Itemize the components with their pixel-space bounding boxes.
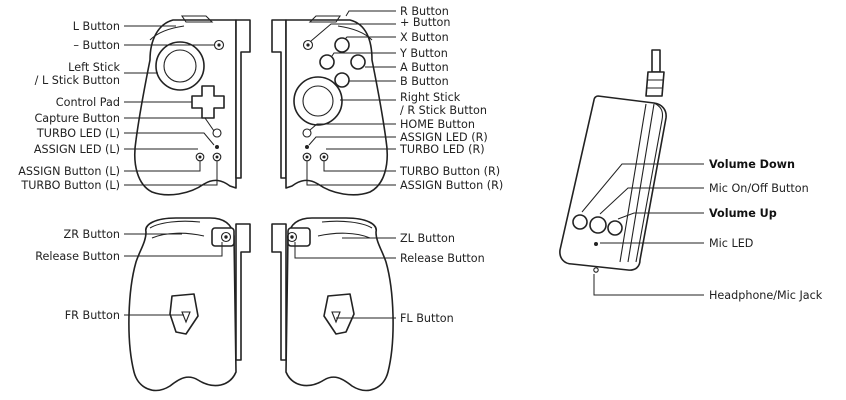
label-assign-button-l: ASSIGN Button (L) [18,165,120,178]
mic-toggle-button [589,216,607,234]
label-release-button-left: Release Button [35,250,120,263]
label-x-button: X Button [400,31,449,44]
label-mic-button: Mic On/Off Button [709,182,809,195]
label-turbo-led-r: TURBO LED (R) [399,143,485,156]
right-stick [293,76,343,126]
label-turbo-button-r: TURBO Button (R) [399,165,500,178]
back-left-grip [271,217,394,392]
label-right-stick: Right Stick [400,91,461,104]
label-r-stick-button: / R Stick Button [400,104,487,117]
headphone-jack [593,267,599,273]
label-y-button: Y Button [399,47,448,60]
mic-led-dot [594,242,598,246]
back-right-grip [128,217,251,392]
assign-led-r-dot [305,145,309,149]
y-button [319,54,335,70]
left-rail [235,19,251,179]
assign-button-r-icon [302,152,312,162]
back-left-rail [271,223,287,361]
label-mic-led: Mic LED [709,237,753,250]
volume-up-button [607,220,623,236]
label-left-stick: Left Stick [68,61,120,74]
volume-down-button [572,214,588,230]
label-control-pad: Control Pad [56,96,120,109]
control-pad [191,85,225,119]
label-minus-button: – Button [73,39,120,52]
label-a-button: A Button [400,61,449,74]
back-right-labels: ZL Button Release Button FL Button [400,232,485,325]
remote-cable [651,49,661,73]
capture-button-icon [212,128,222,138]
back-right-rail [235,223,251,361]
label-turbo-button-l: TURBO Button (L) [20,179,120,192]
fr-paddle [169,293,199,335]
left-grip-labels: L Button – Button Left Stick / L Stick B… [18,20,120,192]
label-r-button: R Button [400,5,449,18]
label-turbo-led-l: TURBO LED (L) [36,127,120,140]
b-button [334,72,350,88]
label-l-stick-button: / L Stick Button [35,74,120,87]
remote-leaders [581,163,704,296]
right-grip-labels: R Button + Button X Button Y Button A Bu… [399,5,503,192]
back-left-leaders [124,233,223,316]
turbo-button-l-icon [212,152,222,162]
back-right-leaders [294,237,396,319]
label-release-button-right: Release Button [400,252,485,265]
label-l-button: L Button [73,20,120,33]
a-button [350,54,366,70]
label-b-button: B Button [400,75,449,88]
x-button [334,37,350,53]
label-volume-down: Volume Down [709,158,795,171]
right-grip-front [271,15,388,196]
remote-labels: Volume Down Mic On/Off Button Volume Up … [709,158,823,302]
label-home-button: HOME Button [400,118,475,131]
label-fl-button: FL Button [400,312,454,325]
label-assign-led-l: ASSIGN LED (L) [34,143,120,156]
label-volume-up: Volume Up [709,207,777,220]
label-plus-button: + Button [400,16,450,29]
remote-body [559,95,667,271]
label-assign-button-r: ASSIGN Button (R) [400,179,503,192]
label-capture-button: Capture Button [34,112,120,125]
left-grip-leaders [124,25,218,186]
headset-remote [559,49,667,273]
turbo-button-r-icon [319,152,329,162]
left-grip-front [134,15,251,196]
label-zr-button: ZR Button [64,228,120,241]
back-left-labels: ZR Button Release Button FR Button [35,228,120,322]
turbo-led-l-dot [215,145,219,149]
right-rail [271,19,287,179]
label-headphone-jack: Headphone/Mic Jack [709,289,823,302]
label-fr-button: FR Button [65,309,120,322]
right-grip-leaders [306,10,396,186]
left-stick [155,41,205,91]
release-button-l-icon [220,231,232,243]
assign-button-l-icon [195,152,205,162]
plus-button-icon [302,39,314,51]
home-button-icon [302,128,312,138]
label-assign-led-r: ASSIGN LED (R) [400,131,488,144]
label-zl-button: ZL Button [400,232,455,245]
release-button-r-icon [286,231,298,243]
